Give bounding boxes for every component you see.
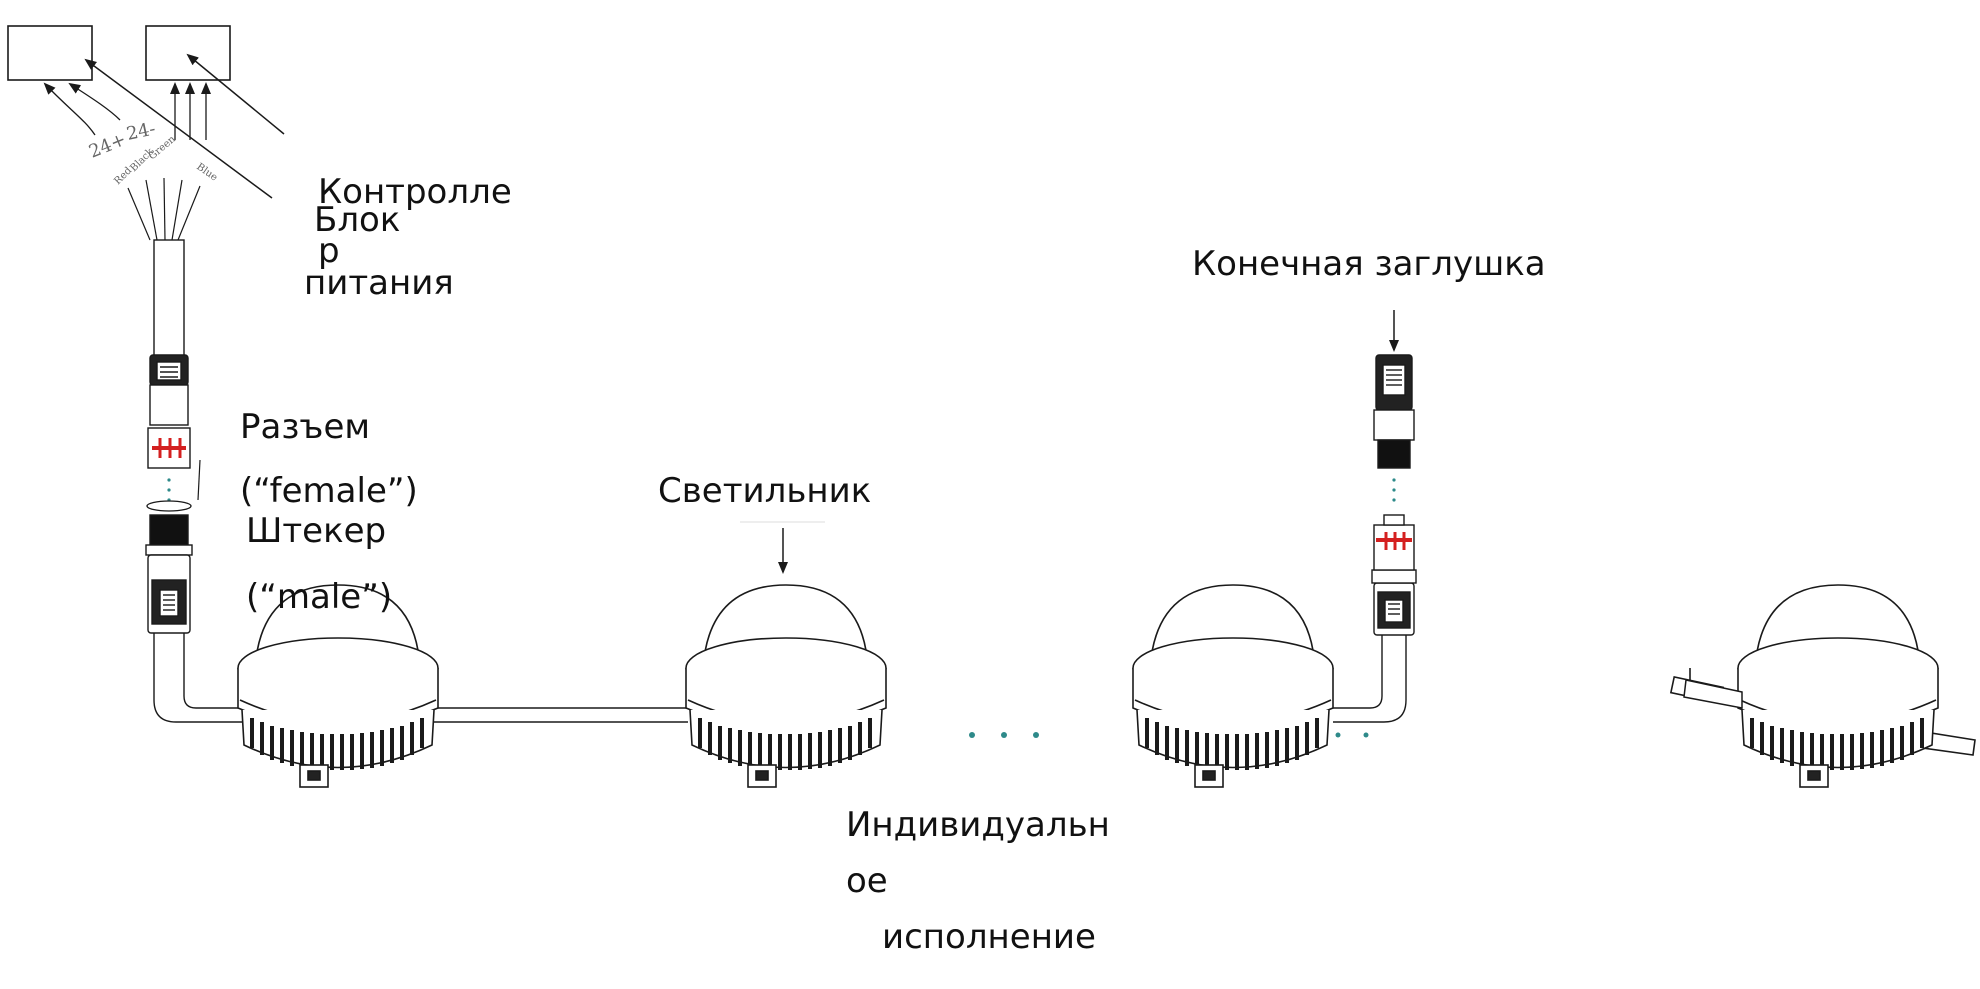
signal-wires <box>170 82 211 140</box>
power-unit-pointer <box>84 58 273 199</box>
male-plug <box>145 514 193 634</box>
chain-cable-3-dots <box>1335 732 1369 738</box>
controller-pointer <box>186 53 285 135</box>
power-unit-label-line2: питания <box>304 263 454 303</box>
controller-label-line1: Контролле <box>318 172 512 212</box>
cable-fan <box>127 177 201 241</box>
chain-continuation-dots <box>969 732 1039 738</box>
luminaire-3 <box>1132 584 1334 788</box>
wire-label-24plus: 24+ <box>86 129 129 163</box>
female-connector-label-line1: Разъем <box>240 407 371 447</box>
luminaire-individual <box>1669 584 1976 788</box>
end-plug-female <box>1371 514 1417 636</box>
chain-cable-3-outer <box>1333 635 1407 723</box>
female-connector-label-line2: (“female”) <box>240 471 418 511</box>
connector-dotted-right <box>1392 478 1396 502</box>
male-ring <box>146 500 192 512</box>
controller-label-line2: р <box>318 231 340 271</box>
chain-cable-1-inner <box>183 633 245 709</box>
luminaire-label: Светильник <box>658 471 872 511</box>
individual-cable-left <box>1683 679 1743 709</box>
luminaire-2 <box>685 584 887 788</box>
male-plug-label-line1: Штекер <box>246 511 387 551</box>
chain-cable-1 <box>153 633 245 723</box>
individual-version-label-line3: исполнение <box>882 917 1096 957</box>
female-connector <box>147 354 191 469</box>
chain-cable-3 <box>1333 635 1383 709</box>
male-plug-label-line2: (“male”) <box>246 577 393 617</box>
power-wires <box>43 82 121 136</box>
connector-dotted-left <box>167 478 171 502</box>
female-thin-mark <box>197 459 201 501</box>
controller-box <box>145 25 231 81</box>
power-unit-box <box>7 25 93 81</box>
main-cable <box>153 239 185 359</box>
individual-version-label-line2: ое <box>846 861 888 901</box>
luminaire-1 <box>237 584 439 788</box>
power-unit-label-line1: Блок <box>314 200 401 240</box>
end-cap-label: Конечная заглушка <box>1192 244 1546 284</box>
wire-label-24minus: 24- <box>125 118 158 145</box>
individual-version-label-line1: Индивидуальн <box>846 805 1110 845</box>
end-cap <box>1373 354 1415 469</box>
wire-label-blue: Blue <box>194 161 219 183</box>
